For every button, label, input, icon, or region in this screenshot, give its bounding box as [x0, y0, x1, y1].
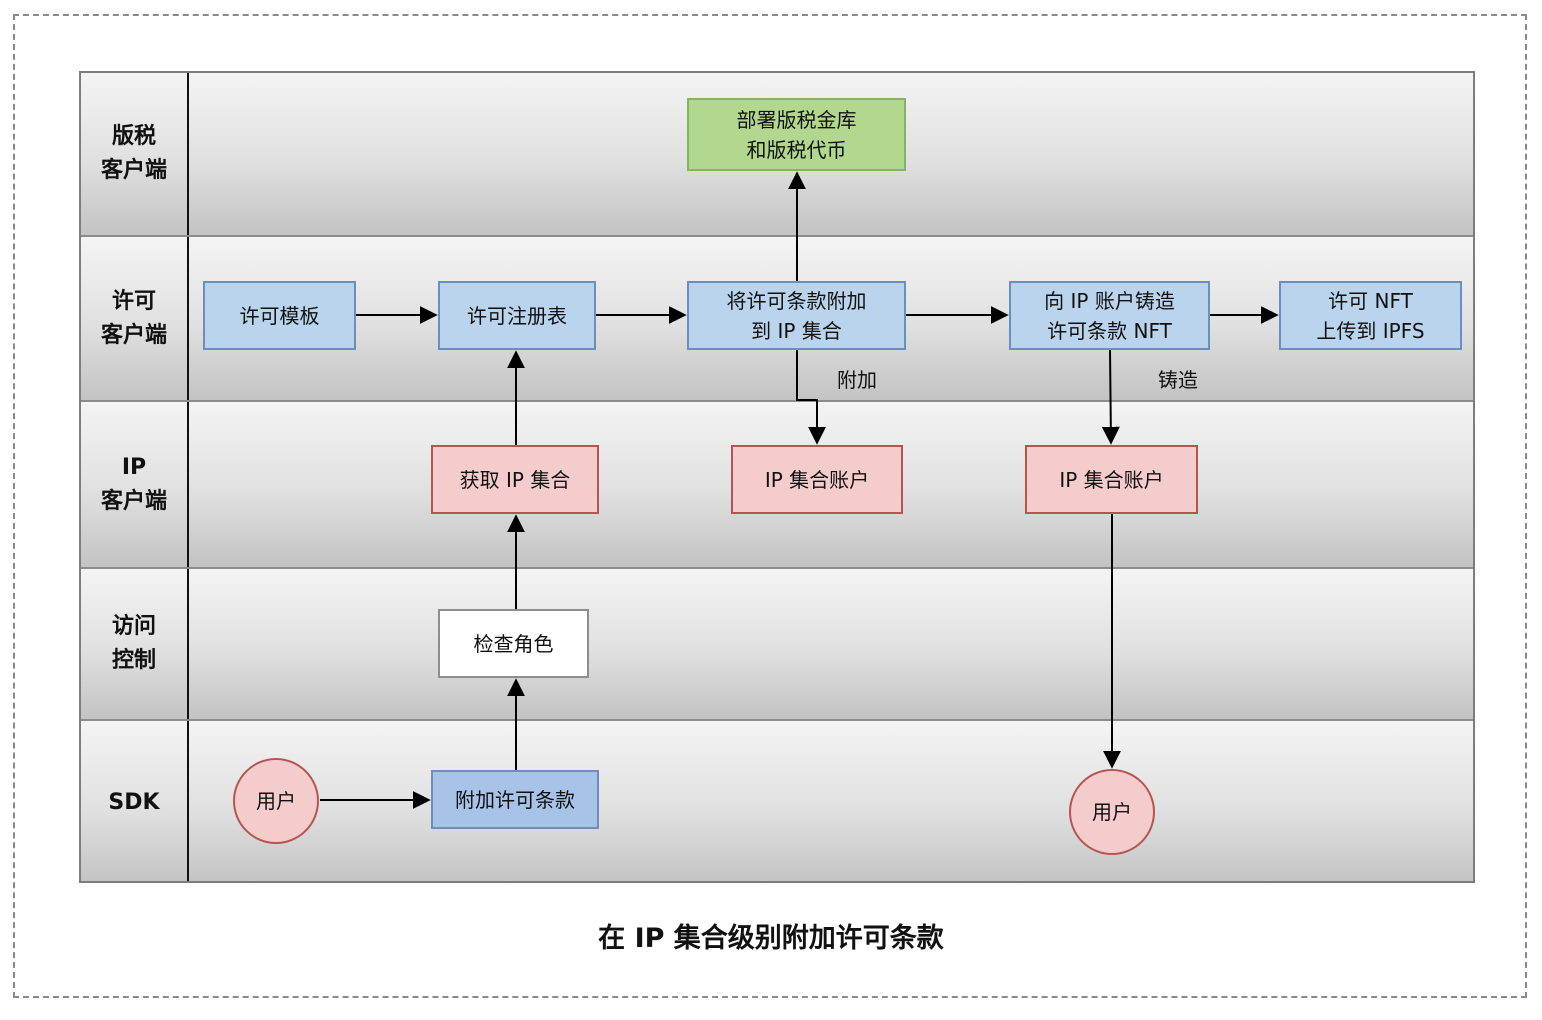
node-check-role[interactable]: 检查角色 [438, 609, 589, 678]
lane-access-control: 访问 控制 [81, 569, 1473, 721]
node-upload-ipfs[interactable]: 许可 NFT 上传到 IPFS [1279, 281, 1462, 350]
node-get-ip-collection[interactable]: 获取 IP 集合 [431, 445, 599, 514]
lane-divider [187, 237, 189, 400]
lane-label-access-control: 访问 控制 [111, 614, 156, 673]
dashed-frame [13, 14, 1527, 998]
node-ip-collection-account-1[interactable]: IP 集合账户 [731, 445, 903, 514]
node-ip-collection-account-2[interactable]: IP 集合账户 [1025, 445, 1198, 514]
lane-divider [187, 73, 189, 235]
lane-divider [187, 402, 189, 567]
edge-attach-to-ip-account [796, 350, 826, 445]
lane-label-royalty-client: 版税 客户端 [100, 124, 167, 183]
node-mint-license-nft[interactable]: 向 IP 账户铸造 许可条款 NFT [1009, 281, 1210, 350]
lane-label-ip-client: IP 客户端 [100, 454, 167, 514]
node-attach-license-terms[interactable]: 附加许可条款 [431, 770, 599, 829]
lane-label-license-client: 许可 客户端 [100, 288, 167, 348]
node-license-template[interactable]: 许可模板 [203, 281, 356, 350]
edge-label-mint: 铸造 [1158, 368, 1198, 392]
node-license-registry[interactable]: 许可注册表 [438, 281, 596, 350]
lane-divider [187, 569, 189, 719]
diagram-caption: 在 IP 集合级别附加许可条款 [598, 923, 944, 954]
edge-mint-to-ip-account [1101, 349, 1120, 445]
node-user-2[interactable]: 用户 [1069, 769, 1155, 855]
edge-label-attach: 附加 [837, 368, 877, 392]
node-attach-terms-to-ip-collection[interactable]: 将许可条款附加 到 IP 集合 [687, 281, 906, 350]
lane-label-sdk: SDK [108, 790, 160, 815]
node-deploy-royalty-vault[interactable]: 部署版税金库 和版税代币 [687, 98, 906, 171]
lane-divider [187, 721, 189, 881]
node-user-1[interactable]: 用户 [233, 758, 319, 844]
